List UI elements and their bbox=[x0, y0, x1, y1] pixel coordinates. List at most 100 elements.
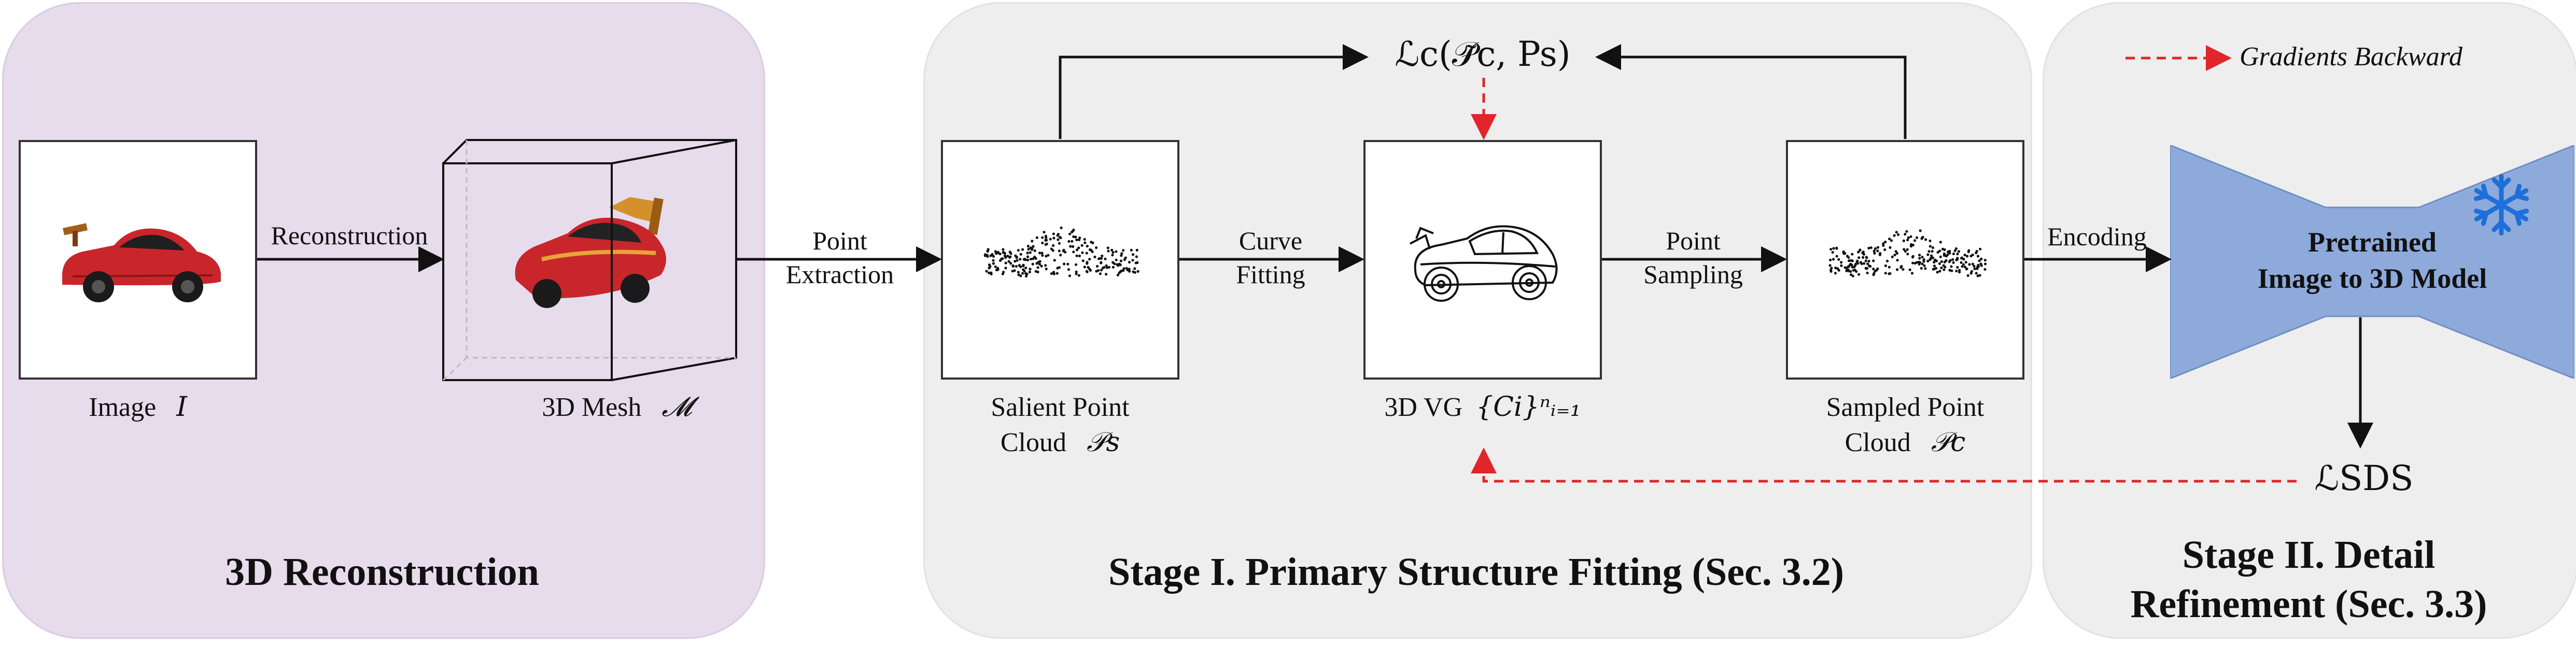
point-cloud-dot bbox=[1081, 251, 1084, 254]
point-cloud-dot bbox=[1938, 270, 1941, 273]
point-cloud-dot bbox=[1028, 271, 1031, 274]
point-cloud-dot bbox=[1983, 259, 1987, 262]
point-cloud-dot bbox=[1918, 261, 1921, 264]
point-cloud-dot bbox=[986, 250, 989, 253]
point-cloud-dot bbox=[1009, 262, 1012, 265]
point-cloud-dot bbox=[1086, 262, 1089, 265]
point-cloud-dot bbox=[1117, 264, 1120, 267]
point-cloud-dot bbox=[1128, 261, 1131, 264]
point-cloud-dot bbox=[1930, 257, 1933, 260]
point-cloud-dot bbox=[1888, 237, 1891, 241]
point-cloud-dot bbox=[1967, 250, 1970, 254]
point-cloud-dot bbox=[1026, 258, 1030, 261]
point-cloud-dot bbox=[1924, 267, 1927, 270]
point-cloud-dot bbox=[1931, 246, 1934, 249]
point-cloud-dot bbox=[1906, 239, 1909, 242]
point-cloud-dot bbox=[991, 253, 994, 256]
point-cloud-dot bbox=[1866, 262, 1869, 265]
point-cloud-dot bbox=[1961, 265, 1964, 268]
point-cloud-dot bbox=[1128, 270, 1131, 273]
vg-label-text: 3D VG bbox=[1384, 393, 1463, 422]
point-cloud-dot bbox=[1017, 249, 1020, 252]
point-cloud-dot bbox=[1965, 267, 1968, 271]
point-cloud-dot bbox=[1132, 253, 1135, 256]
point-cloud-dot bbox=[1872, 268, 1875, 271]
edge-label-curve-fitting-line2: Fitting bbox=[1236, 260, 1305, 289]
point-cloud-dot bbox=[1846, 255, 1849, 258]
point-cloud-dot bbox=[1041, 236, 1044, 239]
point-cloud-dot bbox=[1828, 264, 1832, 267]
point-cloud-dot bbox=[1072, 250, 1075, 254]
point-cloud-dot bbox=[1837, 269, 1840, 272]
point-cloud-dot bbox=[1927, 250, 1931, 253]
point-cloud-dot bbox=[1014, 254, 1017, 257]
point-cloud-dot bbox=[1933, 264, 1936, 268]
point-cloud-dot bbox=[1050, 272, 1053, 275]
point-cloud-dot bbox=[1115, 250, 1118, 253]
point-cloud-dot bbox=[1902, 239, 1905, 242]
point-cloud-dot bbox=[1829, 248, 1833, 251]
point-cloud-dot bbox=[1072, 245, 1075, 248]
point-cloud-dot bbox=[989, 265, 992, 268]
point-cloud-dot bbox=[1878, 253, 1881, 256]
point-cloud-dot bbox=[1913, 239, 1917, 242]
point-cloud-dot bbox=[1897, 233, 1900, 236]
point-cloud-dot bbox=[1884, 241, 1887, 244]
sampled-symbol: 𝒫c bbox=[1931, 426, 1966, 458]
point-cloud-dot bbox=[1006, 255, 1009, 258]
point-cloud-dot bbox=[1038, 262, 1041, 266]
salient-label-line2: Cloud 𝒫s bbox=[941, 425, 1179, 460]
point-cloud-dot bbox=[1924, 238, 1927, 241]
point-cloud-dot bbox=[1122, 267, 1125, 270]
point-cloud-dot bbox=[1857, 273, 1861, 276]
edge-label-point-extraction-line1: Point bbox=[812, 226, 867, 255]
point-cloud-dot bbox=[1932, 268, 1935, 271]
vg-label: 3D VG {Ci}ⁿᵢ₌₁ bbox=[1363, 390, 1602, 425]
car-image-icon bbox=[62, 223, 221, 302]
point-cloud-dot bbox=[1066, 262, 1069, 265]
point-cloud-dot bbox=[1080, 244, 1083, 247]
point-cloud-dot bbox=[1136, 270, 1139, 273]
point-cloud-dot bbox=[983, 254, 987, 257]
point-cloud-dot bbox=[1876, 267, 1879, 270]
point-cloud-dot bbox=[1956, 258, 1959, 261]
point-cloud-dot bbox=[1004, 267, 1007, 270]
point-cloud-dot bbox=[1124, 256, 1127, 259]
image-label: Image I bbox=[19, 390, 257, 425]
point-cloud-dot bbox=[1078, 254, 1081, 258]
point-cloud-dot bbox=[1861, 251, 1864, 255]
point-cloud-dot bbox=[1120, 252, 1123, 255]
point-cloud-dot bbox=[1083, 241, 1087, 244]
point-cloud-dot bbox=[1035, 262, 1038, 265]
point-cloud-dot bbox=[1886, 259, 1889, 263]
point-cloud-dot bbox=[1896, 268, 1899, 271]
point-cloud-dot bbox=[1923, 264, 1926, 267]
point-cloud-dot bbox=[1834, 272, 1837, 275]
point-cloud-dot bbox=[1848, 259, 1851, 262]
point-cloud-dot bbox=[1835, 255, 1838, 258]
point-cloud-dot bbox=[1952, 261, 1955, 264]
point-cloud-dot bbox=[1884, 272, 1887, 275]
point-cloud-dot bbox=[1968, 263, 1971, 266]
image-symbol: I bbox=[176, 392, 187, 423]
point-cloud-dot bbox=[1882, 242, 1885, 245]
point-cloud-dot bbox=[1935, 259, 1938, 262]
point-cloud-dot bbox=[1062, 249, 1065, 253]
point-cloud-dot bbox=[1047, 254, 1050, 257]
point-cloud-dot bbox=[1882, 244, 1885, 247]
point-cloud-dot bbox=[1029, 251, 1032, 254]
point-cloud-dot bbox=[1067, 240, 1071, 243]
point-cloud-dot bbox=[1034, 270, 1037, 273]
mesh-symbol: 𝓜 bbox=[661, 392, 692, 423]
point-cloud-dot bbox=[1100, 257, 1103, 260]
point-cloud-dot bbox=[1107, 249, 1110, 253]
edge-label-reconstruction: Reconstruction bbox=[271, 221, 428, 250]
point-cloud-dot bbox=[990, 271, 993, 274]
point-cloud-dot bbox=[1106, 266, 1109, 269]
point-cloud-dot bbox=[1107, 265, 1111, 269]
point-cloud-dot bbox=[1017, 271, 1020, 274]
point-cloud-dot bbox=[1856, 259, 1859, 262]
point-cloud-dot bbox=[985, 270, 988, 273]
point-cloud-dot bbox=[1104, 257, 1107, 260]
point-cloud-dot bbox=[1909, 235, 1912, 238]
